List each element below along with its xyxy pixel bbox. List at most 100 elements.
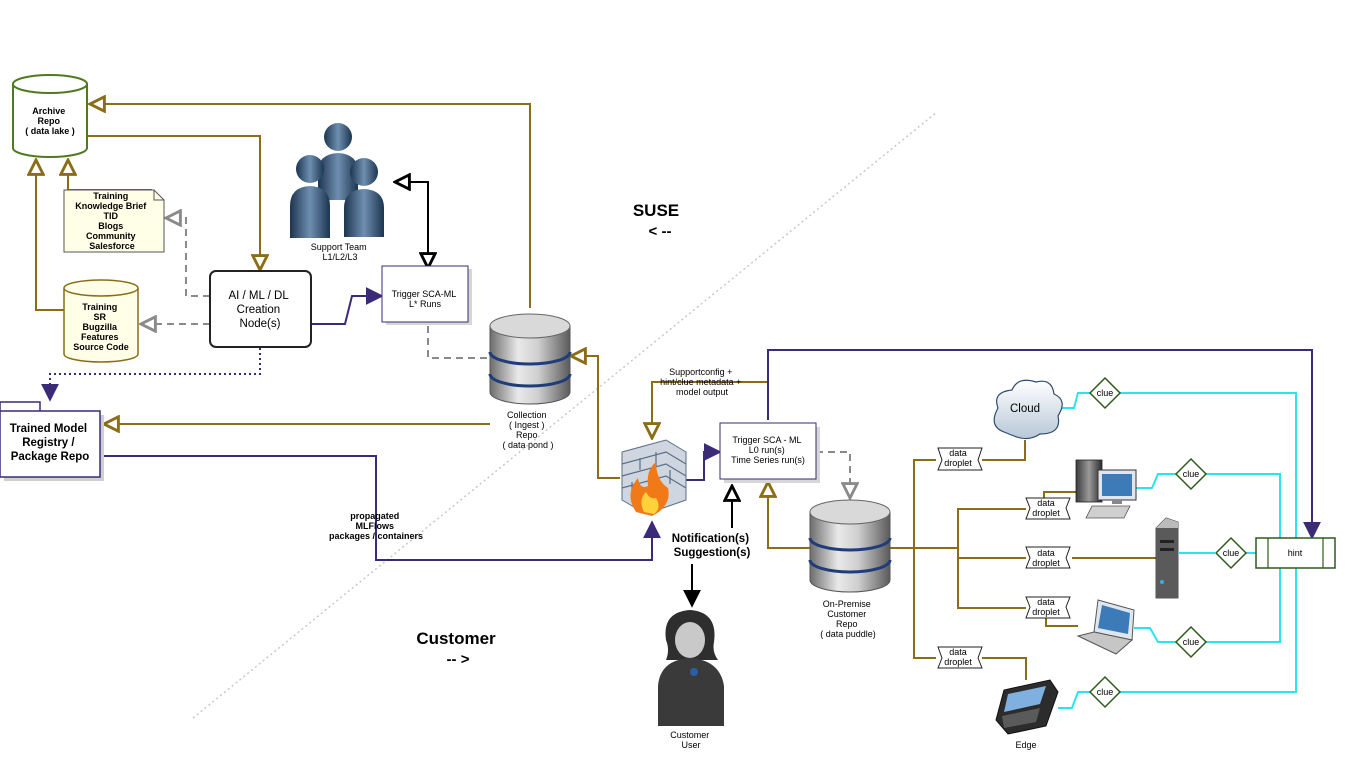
droplet-text-5b: droplet xyxy=(944,657,972,667)
supportconfig-line-2: hint/clue metadata + xyxy=(660,377,741,387)
droplet-text-1b: droplet xyxy=(944,458,972,468)
edge-ai-node-to-registry xyxy=(41,348,261,402)
desktop-computer-icon xyxy=(1075,459,1137,519)
collection-repo-db xyxy=(488,313,572,405)
edge-to-droplet-3 xyxy=(957,548,1026,559)
training-sources-repo: Training SR Bugzilla Features Source Cod… xyxy=(63,279,139,363)
trigger-lstar-line-2: L* Runs xyxy=(409,299,442,309)
clue-diamond: clue xyxy=(1088,675,1122,709)
training-sources-line-4: Features xyxy=(81,332,119,342)
ai-node-line-2: Creation xyxy=(237,304,280,316)
svg-text:Support Team L1/L2/L3: Support Team L1/L2/L3 xyxy=(311,242,369,262)
edge-trigger-l0-to-hint xyxy=(767,349,1321,540)
droplet-text-3a: data xyxy=(1037,548,1055,558)
edge-clue-5-to-hint xyxy=(1120,568,1297,693)
svg-text:On-Premise Customer Re: On-Premise Customer Repo ( data puddle) xyxy=(820,599,876,639)
edge-ai-node-to-trigger-lstar xyxy=(311,287,384,325)
edge-droplet-1-to-cloud xyxy=(982,440,1026,461)
collection-repo-line-3: Repo xyxy=(516,430,538,440)
svg-text:Trigger SCA-ML L* Runs: Trigger SCA-ML L* Runs xyxy=(392,289,459,309)
trigger-l0-line-1: Trigger SCA - ML xyxy=(732,435,801,445)
support-team-line-2: L1/L2/L3 xyxy=(322,252,357,262)
svg-text:propagated MLFlows pac: propagated MLFlows packages / containers xyxy=(329,511,423,541)
svg-text:AI / ML / DL Creation: AI / ML / DL Creation Node(s) xyxy=(228,290,291,330)
server-icon xyxy=(1155,517,1179,599)
clue-text-5: clue xyxy=(1097,687,1114,697)
svg-text:Training SR Bugzil: Training SR Bugzilla Features Source Cod… xyxy=(73,302,129,352)
training-docs-line-5: Community xyxy=(86,231,136,241)
edge-ai-node-to-training-docs xyxy=(166,218,210,297)
edge-trigger-l0-to-onprem xyxy=(816,451,850,498)
suse-arrow-text: < -- xyxy=(649,223,672,240)
edge-support-team-trigger-lstar xyxy=(395,182,428,268)
trigger-lstar-line-1: Trigger SCA-ML xyxy=(392,289,457,299)
collection-repo-line-2: ( Ingest ) xyxy=(509,420,545,430)
droplet-text-2b: droplet xyxy=(1032,508,1060,518)
clue-diamond: clue xyxy=(1174,457,1208,491)
edge-to-droplet-1 xyxy=(913,459,936,548)
clue-diamond: clue xyxy=(1088,376,1122,410)
collection-repo-line-4: ( data pond ) xyxy=(502,440,553,450)
edge-registry-to-firewall xyxy=(102,455,661,561)
customer-arrow-text: -- > xyxy=(447,651,470,668)
training-sources-line-2: SR xyxy=(93,312,106,322)
edge-firewall-to-collection xyxy=(571,356,620,479)
droplet-text-4a: data xyxy=(1037,597,1055,607)
clue-text-1: clue xyxy=(1097,388,1114,398)
propagated-line-3: packages / containers xyxy=(329,531,423,541)
edge-clue-4-to-hint xyxy=(1206,568,1281,643)
edge-to-droplet-5 xyxy=(913,548,936,659)
edge-device-icon xyxy=(995,679,1059,735)
svg-text:Trained Model Registry /: Trained Model Registry / Package Repo xyxy=(10,423,91,463)
edge-training-docs-to-archive xyxy=(68,160,152,191)
edge-collection-to-archive xyxy=(90,104,531,308)
support-team-icon xyxy=(290,123,384,238)
onprem-line-1: On-Premise xyxy=(823,599,871,609)
archive-repo-line-2: Repo xyxy=(37,116,60,126)
edge-droplet-4-to-laptop xyxy=(1045,616,1078,627)
clue-diamond: clue xyxy=(1214,536,1248,570)
hint-label: hint xyxy=(1288,548,1303,558)
training-docs-note: Training Knowledge Brief TID Blogs Commu… xyxy=(63,189,165,253)
onprem-line-3: Repo xyxy=(836,619,858,629)
edge-cloud-to-clue-1 xyxy=(1060,392,1090,409)
customer-label: Customer xyxy=(416,629,496,648)
ai-ml-creation-node: AI / ML / DL Creation Node(s) xyxy=(209,270,312,348)
edge-to-droplet-4 xyxy=(957,558,1026,609)
trigger-sca-ml-lstar: Trigger SCA-ML L* Runs xyxy=(381,265,472,325)
edge-droplet-5-to-edge xyxy=(982,657,1027,680)
onprem-line-4: ( data puddle) xyxy=(820,629,876,639)
registry-line-3: Package Repo xyxy=(11,451,90,463)
archive-repo-line-1: Archive xyxy=(32,106,65,116)
training-sources-line-5: Source Code xyxy=(73,342,129,352)
edge-to-droplet-2 xyxy=(957,508,1026,548)
cloud-label: Cloud xyxy=(1010,403,1040,415)
training-docs-line-3: TID xyxy=(103,211,118,221)
collection-repo-line-1: Collection xyxy=(507,410,547,420)
svg-text:Collection ( Ingest ): Collection ( Ingest ) Repo ( data pond ) xyxy=(502,410,553,450)
droplet-text-4b: droplet xyxy=(1032,607,1060,617)
archive-repo-line-3: ( data lake ) xyxy=(25,126,75,136)
training-sources-line-3: Bugzilla xyxy=(82,322,117,332)
droplet-text-2a: data xyxy=(1037,498,1055,508)
notification-line-2: Suggestion(s) xyxy=(674,547,751,559)
droplet-text-3b: droplet xyxy=(1032,558,1060,568)
edge-clue-1-to-hint xyxy=(1120,392,1297,538)
registry-line-1: Trained Model xyxy=(10,423,87,435)
edge-laptop-to-clue-4 xyxy=(1134,627,1176,643)
firewall-icon xyxy=(621,439,687,516)
trigger-l0-line-3: Time Series run(s) xyxy=(731,455,805,465)
edge-clue-2-to-hint xyxy=(1206,473,1281,538)
trigger-sca-ml-l0: Trigger SCA - ML L0 run(s) Time Series r… xyxy=(719,422,820,483)
training-docs-line-6: Salesforce xyxy=(89,241,135,251)
propagated-line-1: propagated xyxy=(350,511,399,521)
ai-node-line-1: AI / ML / DL xyxy=(228,290,289,302)
edge-training-sources-to-archive xyxy=(36,160,64,311)
